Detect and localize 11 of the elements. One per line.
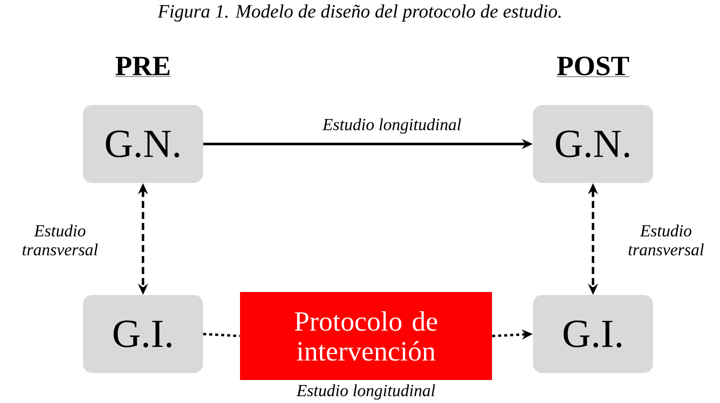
- group-box: G.I.: [533, 295, 653, 373]
- figure-caption: Figura 1. Modelo de diseño del protocolo de estudio.: [158, 4, 561, 22]
- edge-label: Estudio transversal: [628, 224, 704, 256]
- group-box: G.I.: [83, 295, 203, 373]
- process-box: Protocolo de intervención: [240, 292, 492, 380]
- edge-label: Estudio longitudinal: [322, 118, 462, 134]
- heading: PRE: [114, 56, 172, 77]
- group-box: G.N.: [83, 105, 203, 183]
- edge-label: Estudio transversal: [22, 224, 98, 256]
- group-box: G.N.: [533, 105, 653, 183]
- heading: POST: [556, 56, 630, 77]
